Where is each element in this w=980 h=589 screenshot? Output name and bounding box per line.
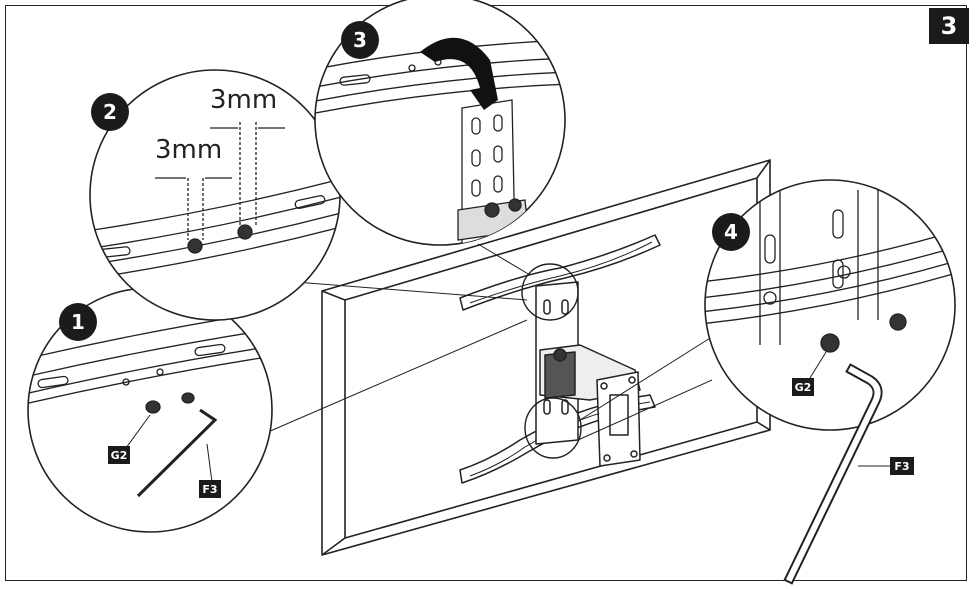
svg-text:F3: F3: [894, 460, 909, 473]
gap-measurement-lower: 3mm: [155, 135, 222, 165]
part-tag-g2-step4: G2: [792, 351, 827, 396]
detail-circle-1: [27, 287, 273, 533]
detail-circle-2: 3mm 3mm: [89, 69, 341, 321]
part-tag-g2-step1: G2: [108, 414, 151, 464]
zoom-indicators: [521, 263, 582, 459]
step-badge-4: 4: [712, 213, 750, 251]
rotate-arrow-icon: [420, 37, 498, 110]
svg-text:4: 4: [724, 220, 738, 244]
step-badge-3: 3: [341, 21, 379, 59]
mounting-bracket: [459, 234, 661, 484]
step-badge-1: 1: [59, 303, 97, 341]
svg-text:G2: G2: [795, 381, 812, 394]
svg-text:G2: G2: [111, 449, 128, 462]
page-step-number: 3: [929, 8, 969, 44]
svg-text:F3: F3: [202, 483, 217, 496]
detail-circle-4: [704, 179, 956, 431]
part-tag-f3-step4: F3: [858, 457, 914, 475]
part-tag-f3-step1: F3: [199, 443, 221, 498]
svg-text:1: 1: [71, 310, 85, 334]
svg-text:2: 2: [103, 100, 117, 124]
gap-measurement-upper: 3mm: [210, 85, 277, 115]
callout-lines: [267, 243, 716, 441]
step-badge-2: 2: [91, 93, 129, 131]
svg-text:3: 3: [353, 28, 367, 52]
detail-circle-3: [314, 0, 566, 246]
